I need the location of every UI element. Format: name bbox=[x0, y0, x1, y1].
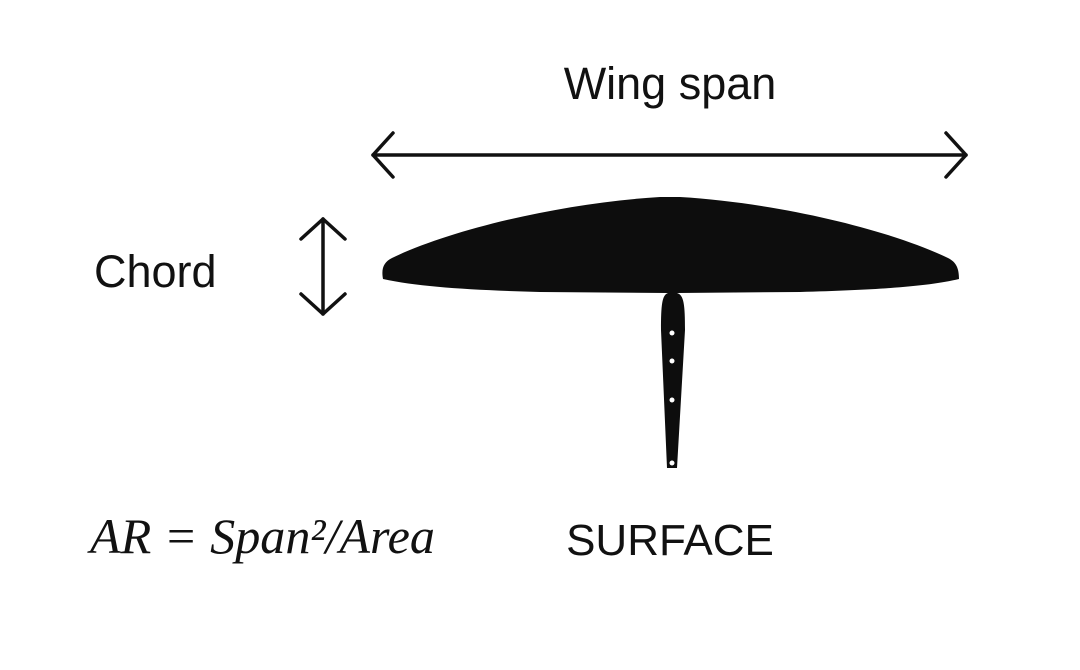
aspect-ratio-formula: AR = Span²/Area bbox=[87, 508, 435, 564]
hydrofoil-wing-silhouette bbox=[382, 197, 959, 468]
wing-span-label: Wing span bbox=[564, 58, 777, 109]
chord-label: Chord bbox=[94, 246, 217, 297]
surface-label: SURFACE bbox=[566, 516, 774, 565]
double-arrow-horizontal-icon bbox=[371, 131, 968, 179]
double-arrow-vertical-icon bbox=[299, 217, 347, 316]
mast-holes bbox=[669, 330, 675, 466]
